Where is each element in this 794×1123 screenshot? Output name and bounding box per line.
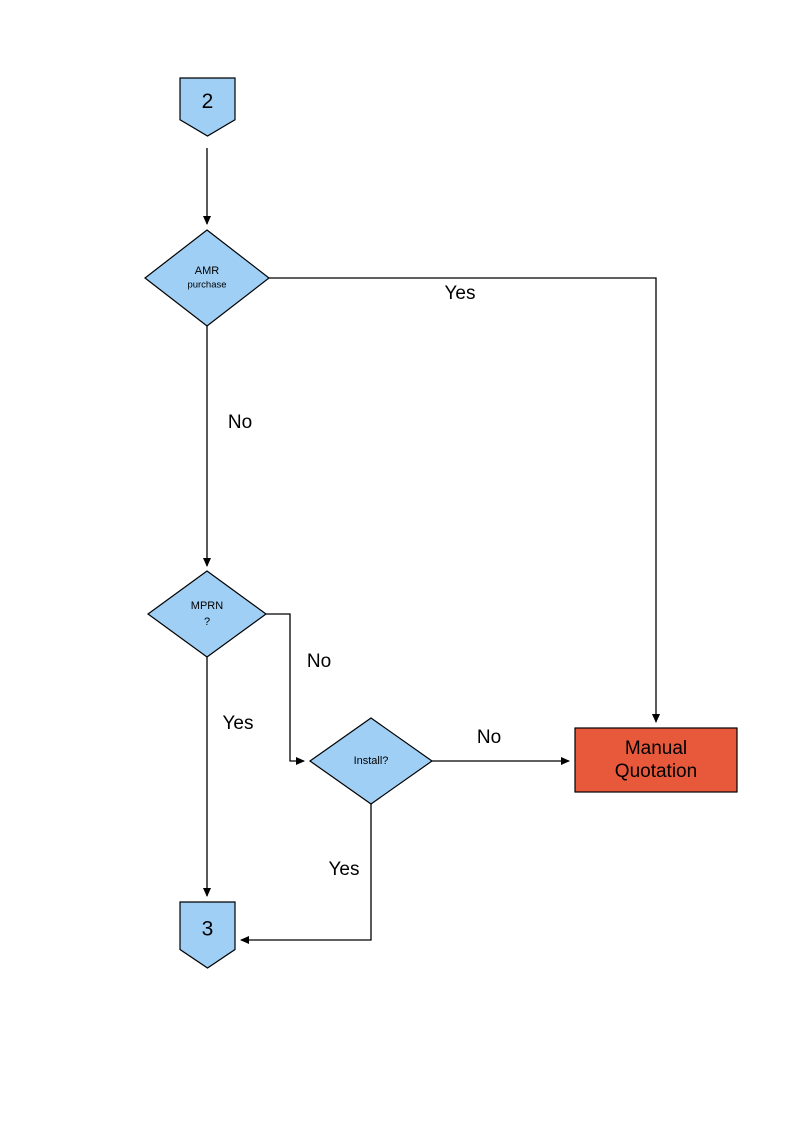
rectangle-shape	[574, 727, 738, 793]
node-start-connector[interactable]: 2	[179, 77, 236, 137]
edge-label-mprn-no: No	[307, 651, 331, 672]
edge-label-install-no: No	[477, 727, 501, 748]
edge-label-install-yes: Yes	[329, 859, 360, 880]
node-end-connector[interactable]: 3	[179, 901, 236, 969]
node-amr-decision[interactable]: AMR purchase	[144, 229, 270, 327]
amr-decision-label-line2: purchase	[187, 280, 226, 291]
amr-decision-label-line1: AMR	[195, 265, 220, 277]
edge-label-amr-yes: Yes	[445, 283, 476, 304]
edge-labels-layer: Yes No No Yes No Yes	[223, 283, 502, 880]
install-decision-label: Install?	[354, 755, 389, 767]
edges-layer	[203, 148, 660, 944]
diamond-shape	[144, 229, 270, 327]
manual-quotation-label-line1: Manual	[625, 738, 687, 759]
start-connector-label: 2	[202, 90, 214, 113]
node-mprn-decision[interactable]: MPRN ?	[146, 570, 268, 658]
diamond-shape	[146, 570, 268, 658]
node-install-decision[interactable]: Install?	[308, 717, 434, 805]
edge-mprn-no	[266, 613, 305, 765]
diamond-shape	[308, 717, 434, 805]
node-manual-quotation[interactable]: Manual Quotation	[574, 727, 738, 793]
edge-label-amr-no: No	[228, 412, 252, 433]
edge-install-yes	[240, 804, 372, 944]
manual-quotation-label-line2: Quotation	[615, 761, 697, 782]
edge-label-mprn-yes: Yes	[223, 713, 254, 734]
mprn-decision-label-line1: MPRN	[191, 600, 223, 612]
pentagon-down-shape	[179, 901, 236, 969]
nodes-layer: 2 AMR purchase MPRN ? Install?	[144, 77, 738, 969]
edge-amr-yes	[269, 277, 660, 723]
pentagon-down-shape	[179, 77, 236, 137]
mprn-decision-label-line2: ?	[204, 616, 210, 628]
end-connector-label: 3	[202, 917, 214, 940]
